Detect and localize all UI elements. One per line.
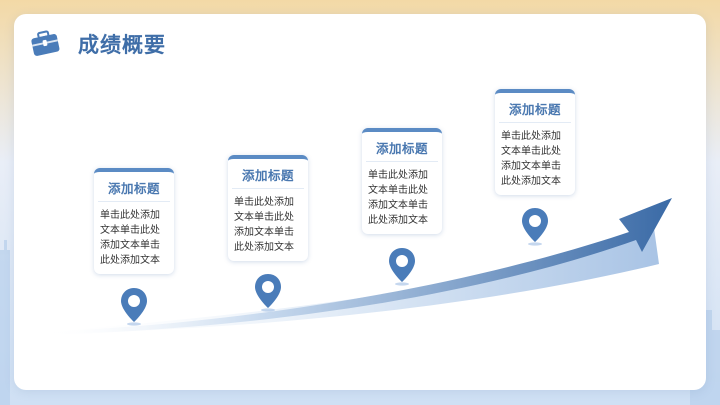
location-pin-icon [522, 208, 548, 246]
location-pin-icon [389, 248, 415, 286]
page-title: 成绩概要 [78, 33, 166, 57]
step-text-3: 单击此处添加文本单击此处添加文本单击此处添加文本 [368, 170, 428, 226]
step-card-2: 添加标题 单击此处添加文本单击此处添加文本单击此处添加文本 [228, 155, 308, 261]
step-text-4: 单击此处添加文本单击此处添加文本单击此处添加文本 [501, 131, 561, 187]
step-text-1: 单击此处添加文本单击此处添加文本单击此处添加文本 [100, 210, 160, 266]
step-card-4: 添加标题 单击此处添加文本单击此处添加文本单击此处添加文本 [495, 89, 575, 195]
content-card: 成绩概要 添加标题 单击此处添加文本单击此处添加文本单击此处添加文本 [14, 14, 706, 390]
briefcase-icon [31, 30, 60, 56]
step-title-3: 添加标题 [366, 132, 438, 162]
step-title-1: 添加标题 [98, 172, 170, 202]
step-card-3: 添加标题 单击此处添加文本单击此处添加文本单击此处添加文本 [362, 128, 442, 234]
location-pin-icon [121, 288, 147, 326]
step-card-1: 添加标题 单击此处添加文本单击此处添加文本单击此处添加文本 [94, 168, 174, 274]
step-text-2: 单击此处添加文本单击此处添加文本单击此处添加文本 [234, 197, 294, 253]
step-title-4: 添加标题 [499, 93, 571, 123]
growth-arrow [44, 198, 672, 335]
location-pin-icon [255, 274, 281, 312]
step-title-2: 添加标题 [232, 159, 304, 189]
